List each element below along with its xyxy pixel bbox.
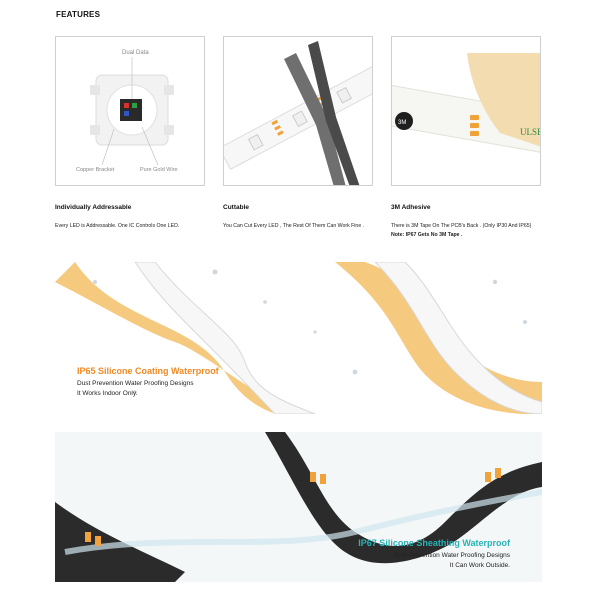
ip65-description: Dust Prevention Water Proofing Designs I… xyxy=(77,379,277,399)
ip67-title: IP67 Silicone Sheathing Waterproof xyxy=(358,538,510,548)
gold-wire-label: Pure Gold Wire xyxy=(140,167,178,173)
feature-desc-addressable: Every LED is Addressable. One IC Control… xyxy=(55,223,180,229)
ip67-desc-line2: It Can Work Outside. xyxy=(449,562,510,569)
ip67-strip-illustration xyxy=(55,432,542,582)
ip65-strip-illustration xyxy=(55,262,542,414)
feature-desc-cuttable: You Can Cut Every LED , The Rest Of Them… xyxy=(223,223,365,229)
feature-title-cuttable: Cuttable xyxy=(223,204,249,211)
ip65-title: IP65 Silicone Coating Waterproof xyxy=(77,366,219,376)
led-chip-illustration: Dual Data Copper Bracket Pure Gold Wire xyxy=(76,50,178,173)
strip-brand-text: ULSE xyxy=(520,127,541,137)
ip65-desc-line1: Dust Prevention Water Proofing Designs xyxy=(77,380,194,387)
3m-logo-icon: 3M xyxy=(398,120,406,126)
scissors-cut-illustration xyxy=(224,41,372,185)
feature-desc-adhesive-text: There is 3M Tape On The PCB's Back . (On… xyxy=(391,223,532,229)
dual-data-label: Dual Data xyxy=(122,50,149,56)
feature-title-adhesive: 3M Adhesive xyxy=(391,204,431,211)
ip65-desc-line2: It Works Indoor Only. xyxy=(77,390,138,397)
adhesive-panel: 3M ULSE xyxy=(391,36,541,186)
led-closeup-panel: Dual Data Copper Bracket Pure Gold Wire xyxy=(55,36,205,186)
feature-title-addressable: Individually Addressable xyxy=(55,204,132,211)
ip67-desc-line1: Dust Prevention Water Proofing Designs xyxy=(393,552,510,559)
feature-desc-adhesive: There is 3M Tape On The PCB's Back . (On… xyxy=(391,222,546,240)
ip67-banner: IP67 Silicone Sheathing Waterproof Dust … xyxy=(55,432,542,582)
page-title: FEATURES xyxy=(56,10,101,19)
adhesive-tape-illustration: 3M ULSE xyxy=(392,53,541,155)
ip67-description: Dust Prevention Water Proofing Designs I… xyxy=(310,551,510,571)
feature-note-adhesive: Note: IP67 Gets No 3M Tape . xyxy=(391,232,463,238)
ip65-banner: IP65 Silicone Coating Waterproof Dust Pr… xyxy=(55,262,542,414)
cuttable-panel xyxy=(223,36,373,186)
copper-bracket-label: Copper Bracket xyxy=(76,167,115,173)
